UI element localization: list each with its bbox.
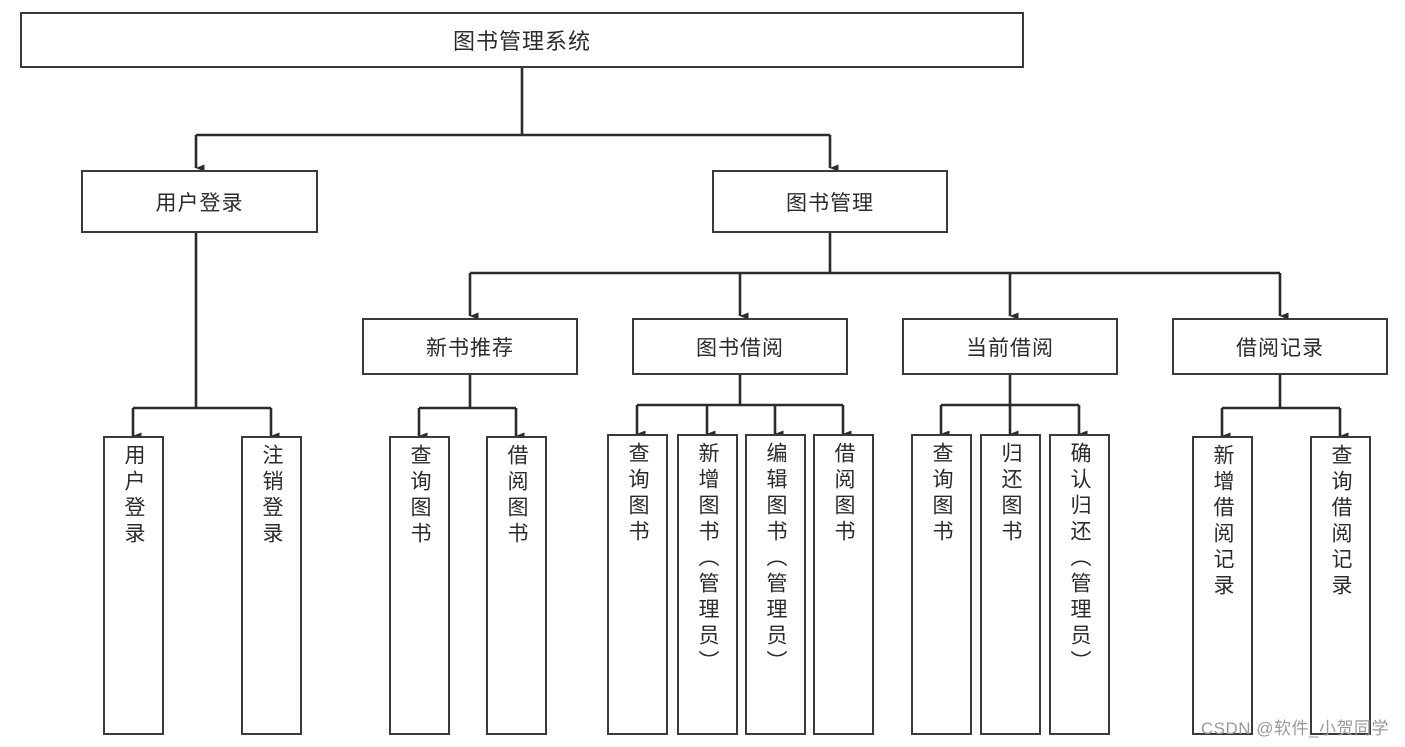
node-user-login[interactable]: 用户登录 <box>81 170 318 233</box>
node-label: 查询图书 <box>626 442 649 546</box>
leaf-borrow-record-add-record[interactable]: 新增借阅记录 <box>1192 436 1253 735</box>
node-label: 确认归还（管理员） <box>1068 442 1091 676</box>
leaf-book-borrow-query-book[interactable]: 查询图书 <box>607 434 668 735</box>
leaf-new-book-query-book[interactable]: 查询图书 <box>389 436 450 735</box>
leaf-current-borrow-confirm-return-admin[interactable]: 确认归还（管理员） <box>1049 434 1110 735</box>
leaf-book-borrow-borrow-book[interactable]: 借阅图书 <box>813 434 874 735</box>
node-label: 查询借阅记录 <box>1329 444 1352 600</box>
node-borrow-record[interactable]: 借阅记录 <box>1172 318 1388 375</box>
node-label: 当前借阅 <box>966 336 1054 360</box>
node-label: 图书管理系统 <box>452 29 591 54</box>
leaf-new-book-borrow-book[interactable]: 借阅图书 <box>486 436 547 735</box>
node-label: 借阅图书 <box>505 444 528 548</box>
node-label: 新增借阅记录 <box>1211 444 1234 600</box>
node-label: 借阅记录 <box>1236 336 1324 360</box>
node-label: 图书管理 <box>786 191 874 215</box>
node-label: 新书推荐 <box>426 336 514 360</box>
leaf-book-borrow-add-book-admin[interactable]: 新增图书（管理员） <box>677 434 738 735</box>
node-label: 图书借阅 <box>696 336 784 360</box>
node-label: 用户登录 <box>122 444 145 548</box>
node-current-borrow[interactable]: 当前借阅 <box>902 318 1118 375</box>
node-new-book-recommend[interactable]: 新书推荐 <box>362 318 578 375</box>
node-label: 新增图书（管理员） <box>696 442 719 676</box>
node-label: 归还图书 <box>999 442 1022 546</box>
leaf-book-borrow-edit-book-admin[interactable]: 编辑图书（管理员） <box>745 434 806 735</box>
node-label: 查询图书 <box>930 442 953 546</box>
leaf-user-login-logout[interactable]: 注销登录 <box>241 436 302 735</box>
node-root-book-management-system[interactable]: 图书管理系统 <box>20 12 1024 68</box>
node-label: 用户登录 <box>155 191 244 215</box>
node-label: 注销登录 <box>260 444 283 548</box>
leaf-user-login-login[interactable]: 用户登录 <box>103 436 164 735</box>
node-label: 编辑图书（管理员） <box>764 442 787 676</box>
node-label: 借阅图书 <box>832 442 855 546</box>
leaf-current-borrow-query-book[interactable]: 查询图书 <box>911 434 972 735</box>
node-label: 查询图书 <box>408 444 431 548</box>
node-book-borrow[interactable]: 图书借阅 <box>632 318 848 375</box>
leaf-current-borrow-return-book[interactable]: 归还图书 <box>980 434 1041 735</box>
leaf-borrow-record-query-record[interactable]: 查询借阅记录 <box>1310 436 1371 735</box>
node-book-management[interactable]: 图书管理 <box>712 170 948 233</box>
